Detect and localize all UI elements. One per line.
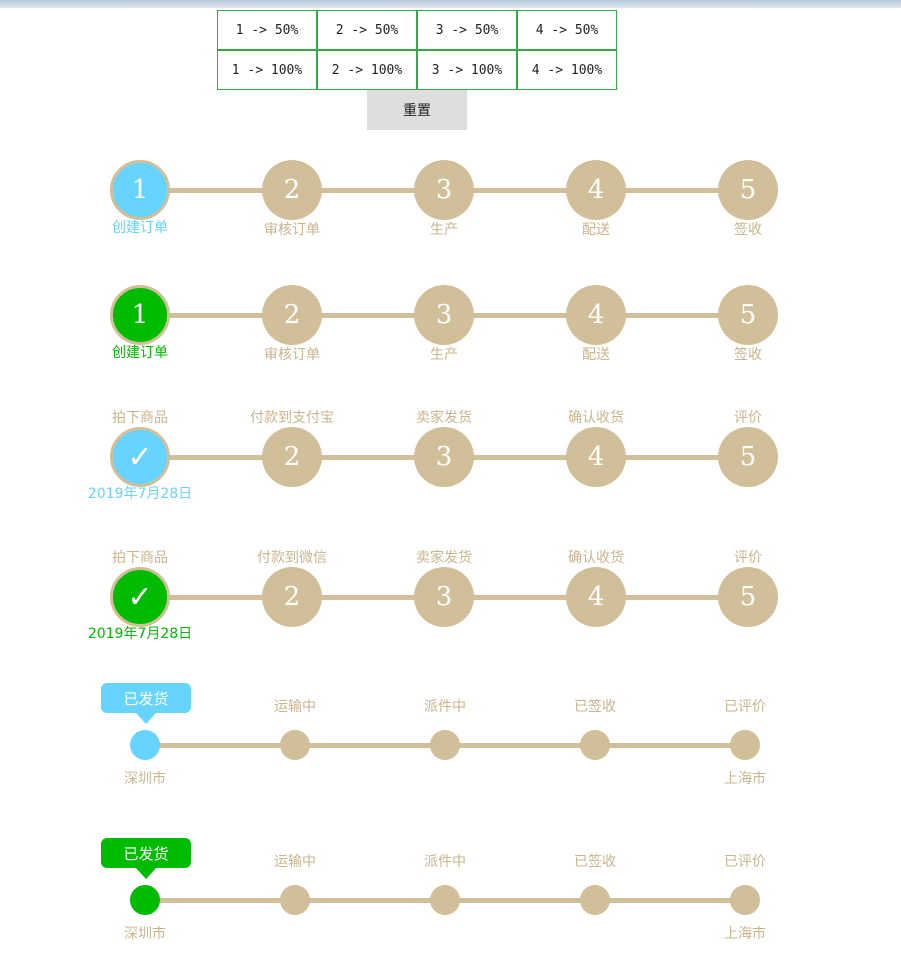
step-label-2: 审核订单: [264, 347, 320, 363]
tracker-dot-5[interactable]: [730, 885, 760, 915]
step-label-5: 签收: [734, 222, 762, 238]
step-label-4: 确认收货: [568, 550, 624, 566]
set-step-3-100-button[interactable]: 3 -> 100%: [417, 50, 517, 90]
set-step-4-50-button[interactable]: 4 -> 50%: [517, 10, 617, 50]
step-label-5: 评价: [734, 410, 762, 426]
set-step-1-100-button[interactable]: 1 -> 100%: [217, 50, 317, 90]
step-circle-3[interactable]: 3: [414, 285, 474, 345]
step-label-4: 配送: [582, 347, 610, 363]
step-circle-5[interactable]: 5: [718, 160, 778, 220]
set-step-1-50-button[interactable]: 1 -> 50%: [217, 10, 317, 50]
tracker-dot-3[interactable]: [430, 885, 460, 915]
tracker-label-4: 已签收: [574, 854, 616, 870]
step-circle-4[interactable]: 4: [566, 285, 626, 345]
step-label-3: 卖家发货: [416, 550, 472, 566]
destination-city: 上海市: [724, 926, 766, 942]
controls-row-50: 1 -> 50% 2 -> 50% 3 -> 50% 4 -> 50%: [217, 10, 617, 50]
controls-row-100: 1 -> 100% 2 -> 100% 3 -> 100% 4 -> 100%: [217, 50, 617, 90]
tracker-label-5: 已评价: [724, 699, 766, 715]
step-label-3: 卖家发货: [416, 410, 472, 426]
step-circle-1[interactable]: ✓: [110, 567, 170, 627]
step-label-2: 审核订单: [264, 222, 320, 238]
step-date: 2019年7月28日: [87, 626, 193, 642]
tracker-dot-3[interactable]: [430, 730, 460, 760]
step-label-3: 生产: [430, 347, 458, 363]
set-step-2-100-button[interactable]: 2 -> 100%: [317, 50, 417, 90]
step-circle-3[interactable]: 3: [414, 427, 474, 487]
tracker-dot-2[interactable]: [280, 730, 310, 760]
step-circle-1[interactable]: 1: [110, 160, 170, 220]
tracker-label-2: 运输中: [274, 854, 316, 870]
step-circle-1[interactable]: ✓: [110, 427, 170, 487]
step-circle-5[interactable]: 5: [718, 567, 778, 627]
step-label-4: 确认收货: [568, 410, 624, 426]
current-status-bubble: 已发货: [101, 838, 191, 879]
step-label-2: 付款到支付宝: [250, 410, 334, 426]
tracker-label-4: 已签收: [574, 699, 616, 715]
current-status-bubble: 已发货: [101, 683, 191, 724]
step-circle-2[interactable]: 2: [262, 427, 322, 487]
step-circle-4[interactable]: 4: [566, 567, 626, 627]
step-label-1: 拍下商品: [112, 410, 168, 426]
step-label-3: 生产: [430, 222, 458, 238]
step-label-1: 创建订单: [112, 345, 168, 361]
tracker-dot-5[interactable]: [730, 730, 760, 760]
step-circle-5[interactable]: 5: [718, 285, 778, 345]
destination-city: 上海市: [724, 771, 766, 787]
step-label-1: 拍下商品: [112, 550, 168, 566]
window-title-bar: [0, 0, 901, 8]
step-circle-4[interactable]: 4: [566, 427, 626, 487]
step-circle-2[interactable]: 2: [262, 285, 322, 345]
step-label-1: 创建订单: [112, 220, 168, 236]
step-label-4: 配送: [582, 222, 610, 238]
tracker-dot-1[interactable]: [130, 730, 160, 760]
tracker-dot-4[interactable]: [580, 885, 610, 915]
set-step-4-100-button[interactable]: 4 -> 100%: [517, 50, 617, 90]
set-step-3-50-button[interactable]: 3 -> 50%: [417, 10, 517, 50]
step-circle-2[interactable]: 2: [262, 160, 322, 220]
origin-city: 深圳市: [124, 926, 166, 942]
step-circle-5[interactable]: 5: [718, 427, 778, 487]
reset-button[interactable]: 重置: [367, 90, 467, 130]
tracker-label-3: 派件中: [424, 854, 466, 870]
step-circle-1[interactable]: 1: [110, 285, 170, 345]
tracker-dot-1[interactable]: [130, 885, 160, 915]
step-circle-4[interactable]: 4: [566, 160, 626, 220]
tracker-label-3: 派件中: [424, 699, 466, 715]
step-label-5: 评价: [734, 550, 762, 566]
step-circle-3[interactable]: 3: [414, 160, 474, 220]
tracker-label-5: 已评价: [724, 854, 766, 870]
step-label-2: 付款到微信: [257, 550, 327, 566]
tracker-dot-2[interactable]: [280, 885, 310, 915]
progress-controls: 1 -> 50% 2 -> 50% 3 -> 50% 4 -> 50% 1 ->…: [217, 10, 617, 90]
tracker-dot-4[interactable]: [580, 730, 610, 760]
step-circle-2[interactable]: 2: [262, 567, 322, 627]
tracker-label-2: 运输中: [274, 699, 316, 715]
step-circle-3[interactable]: 3: [414, 567, 474, 627]
step-date: 2019年7月28日: [87, 486, 193, 502]
origin-city: 深圳市: [124, 771, 166, 787]
step-label-5: 签收: [734, 347, 762, 363]
set-step-2-50-button[interactable]: 2 -> 50%: [317, 10, 417, 50]
